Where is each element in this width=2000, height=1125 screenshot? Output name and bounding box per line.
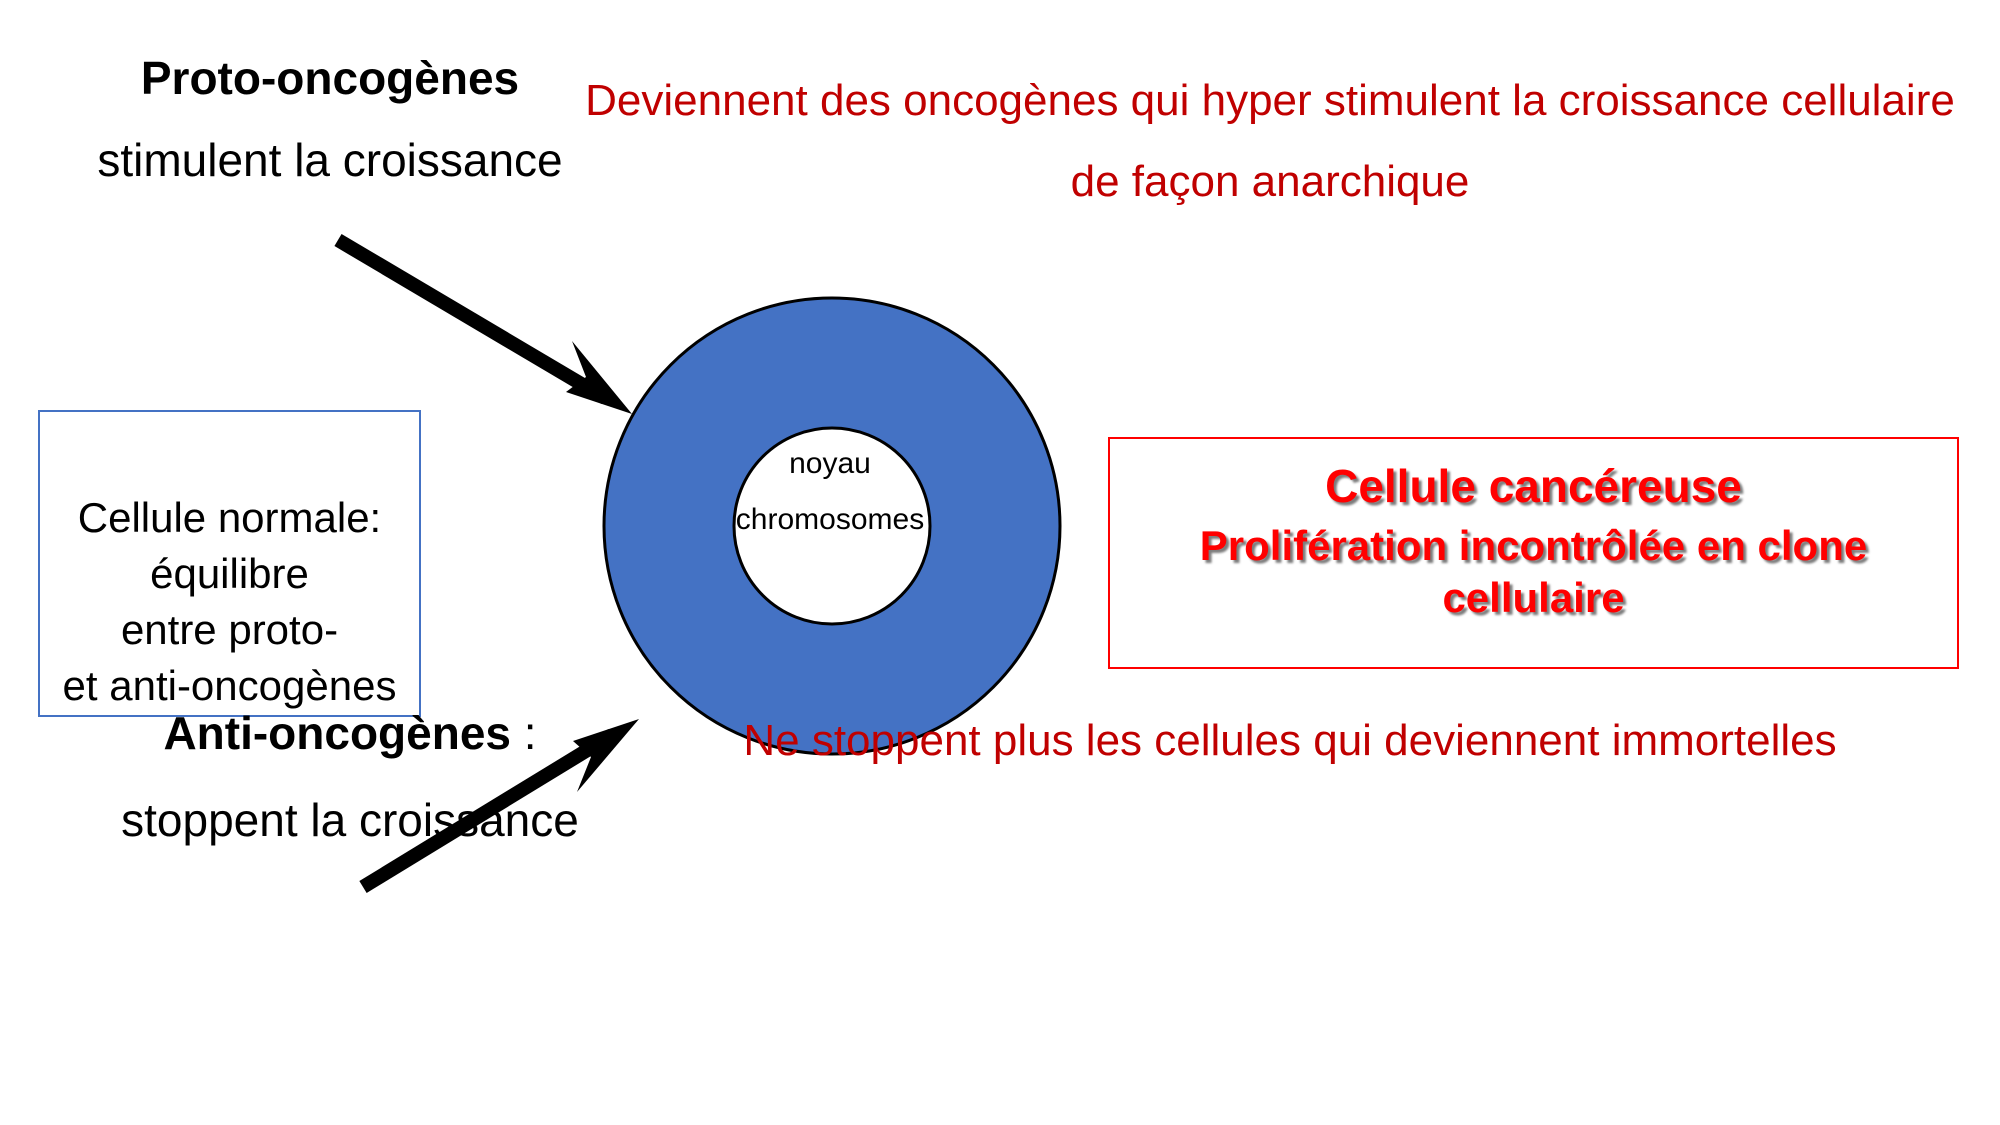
arrow-shaft (334, 233, 609, 405)
proto-oncogenes-title: Proto-oncogènes (140, 52, 520, 104)
proto-oncogenes-subtitle: stimulent la croissance (97, 134, 563, 186)
normal-cell-line-1: Cellule normale: (77, 494, 382, 541)
cancer-cell-title: Cellule cancéreuse (1325, 460, 1742, 512)
oncogenes-statement-text: Deviennent des oncogènes qui hyper stimu… (585, 76, 1955, 207)
normal-cell-line-4: et anti-oncogènes (62, 661, 397, 709)
cancer-cell-box: Cellule cancéreuse Prolifération incontr… (1108, 437, 1959, 669)
normal-cell-line-2: équilibre (150, 549, 309, 597)
nucleus-label-chromosomes: chromosomes (735, 503, 925, 536)
cancer-cell-body: Prolifération incontrôlée en clone cellu… (1199, 521, 1868, 621)
nucleus-label-noyau: noyau (789, 447, 871, 480)
cell-diagram (602, 296, 1062, 756)
anti-oncogenes-title: Anti-oncogènes : (20, 703, 680, 764)
proto-oncogenes-to-cell-arrow (334, 233, 632, 414)
anti-oncogenes-title-text: Anti-oncogènes (163, 707, 511, 759)
normal-cell-line-3: entre proto- (120, 605, 339, 653)
nucleus-circle (732, 426, 932, 626)
normal-cell-box: Cellule normale: équilibre entre proto- … (38, 410, 421, 717)
anti-oncogenes-subtitle: stoppent la croissance (121, 794, 579, 846)
anti-oncogenes-title-colon: : (511, 707, 537, 759)
immortal-cells-statement-text: Ne stoppent plus les cellules qui devien… (743, 716, 1837, 765)
